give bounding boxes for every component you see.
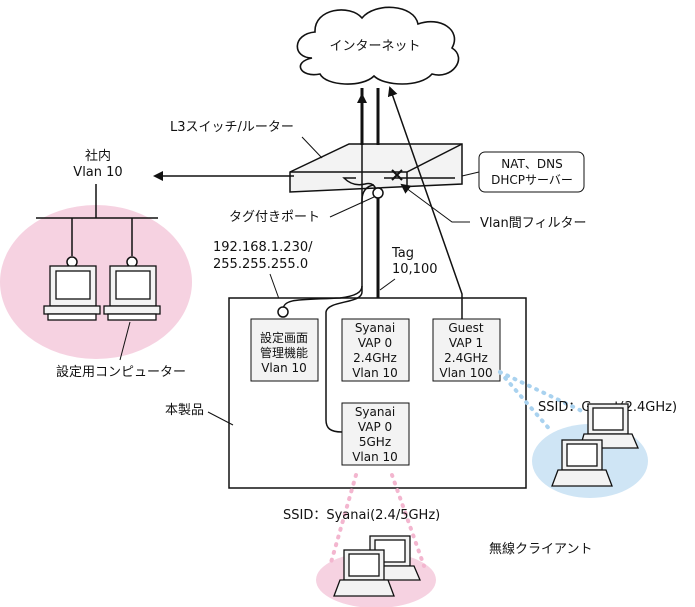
guest-beams (498, 370, 586, 434)
vap1-line1: Guest (448, 321, 484, 335)
mgmt-link (282, 285, 363, 311)
mgmt-line1: 設定画面 (260, 330, 308, 345)
vap0-5-line4: Vlan 10 (352, 450, 398, 464)
vap0-5-line1: Syanai (355, 405, 395, 419)
vlan-filter-label: Vlan間フィルター (480, 216, 586, 231)
nat-line2: DHCPサーバー (491, 173, 573, 187)
tagged-port (372, 187, 384, 199)
mgmt-box (250, 318, 319, 382)
nat-line1: NAT、DNS (501, 157, 562, 171)
syanai-flow (325, 184, 375, 433)
vlan-filter-arrow (400, 183, 470, 223)
vap0-24-line4: Vlan 10 (352, 366, 398, 380)
tag-port-pointer (329, 196, 375, 218)
vlan-filter-mark (391, 169, 403, 181)
vap1-line2: VAP 1 (449, 336, 483, 350)
ip-line1: 192.168.1.230/ (213, 240, 313, 255)
vap0-5-box (341, 402, 410, 466)
laptop-icon (333, 549, 395, 597)
tag-line1: Tag (391, 246, 414, 261)
mgmt-port (277, 306, 289, 318)
router-label-pointer (301, 136, 323, 159)
ip-line2: 255.255.255.0 (213, 257, 308, 272)
vap1-line4: Vlan 100 (439, 366, 492, 380)
vap0-5-line3: 5GHz (359, 435, 391, 449)
ssid-syanai-label: SSID：Syanai(2.4/5GHz) (283, 508, 440, 523)
corp-lan (36, 184, 158, 256)
product-pointer (207, 411, 234, 426)
internet-cloud (296, 6, 460, 85)
router-label: L3スイッチ/ルーター (170, 120, 294, 135)
pc-label: 設定用コンピューター (56, 364, 186, 380)
product-label: 本製品 (165, 403, 204, 418)
route-mgmt (342, 177, 377, 193)
laptop-icon (551, 439, 613, 487)
corp-label-line2: Vlan 10 (73, 165, 122, 180)
vap0-5-line2: VAP 0 (358, 420, 392, 434)
vap0-24-line2: VAP 0 (358, 336, 392, 350)
desktop-pc-icon (103, 265, 161, 321)
vap1-guest-box (432, 318, 501, 382)
mgmt-line2: 管理機能 (260, 345, 308, 360)
nat-callout-pointer (461, 171, 480, 177)
vap0-24-line3: 2.4GHz (353, 351, 397, 365)
vap1-line3: 2.4GHz (444, 351, 488, 365)
tag-pointer (379, 278, 396, 291)
pc-label-pointer (119, 321, 131, 361)
guest-flow (387, 86, 463, 319)
router-device (289, 143, 463, 193)
syanai-beams (328, 473, 426, 568)
internet-label: インターネット (329, 39, 420, 54)
vap0-24-line1: Syanai (355, 321, 395, 335)
mgmt-line3: Vlan 10 (261, 361, 307, 375)
tag-line2: 10,100 (392, 262, 438, 277)
tag-port-label: タグ付きポート (229, 210, 320, 225)
vap0-24-box (341, 318, 410, 382)
corp-label-line1: 社内 (85, 148, 111, 164)
desktop-pc-icon (43, 265, 101, 321)
wireless-clients-label: 無線クライアント (489, 541, 592, 557)
